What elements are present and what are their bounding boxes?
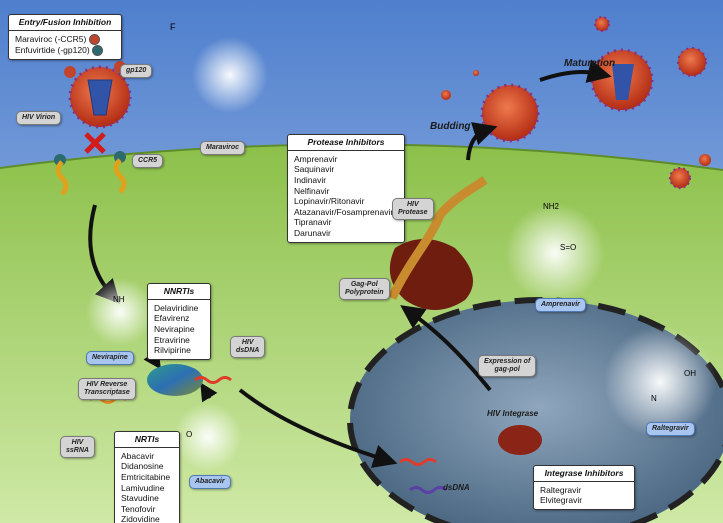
abacavir-tag: Abacavir [189, 475, 231, 490]
abacavir-structure-glow [174, 403, 242, 471]
budding-label: Budding [430, 121, 471, 132]
raltegravir-structure-glow [604, 326, 716, 438]
nrtis-title: NRTIs [115, 432, 179, 448]
integrase-item: Elvitegravir [540, 495, 583, 506]
protease-item: Nelfinavir [294, 185, 330, 196]
protease-item: Lopinavir/Ritonavir [294, 196, 365, 207]
integrase-inhibitors-box: Integrase Inhibitors Raltegravir Elviteg… [533, 465, 635, 510]
protease-item: Tipranavir [294, 217, 332, 228]
host-dsdna [409, 486, 447, 494]
nrtis-box: NRTIs Abacavir Didanosine Emtricitabine … [114, 431, 180, 523]
enfuvirtide-item: Enfuvirtide (-gp120) [15, 44, 90, 55]
nnrtis-box: NNRTIs Delaviridine Efavirenz Nevirapine… [147, 283, 211, 360]
nrti-item: Emtricitabine [121, 471, 171, 482]
ccr5-receptor-right [113, 158, 127, 194]
nuclear-dsdna [399, 458, 437, 466]
blocked-entry-x-icon [84, 132, 106, 154]
maturation-label: Maturation [564, 58, 616, 69]
nrti-item: Stavudine [121, 493, 159, 504]
maturation-arrow [539, 59, 612, 83]
maraviroc-structure-glow [192, 37, 268, 113]
hydroxyl-group: OH [684, 369, 696, 378]
protease-item: Amprenavir [294, 153, 338, 164]
hiv-integrase-enzyme [498, 425, 542, 455]
protease-inhibitors-box: Protease Inhibitors Amprenavir Saquinavi… [287, 134, 405, 243]
small-virion [669, 167, 691, 189]
enfuvirtide-dot-icon [92, 45, 104, 57]
entry-inhibition-title: Entry/Fusion Inhibition [9, 15, 121, 31]
gag-pol-polyprotein [387, 176, 488, 300]
small-virion [677, 47, 707, 77]
protease-item: Atazanavir/Fosamprenavir [294, 206, 394, 217]
hiv-integrase-label: HIV Integrase [487, 409, 539, 418]
abacavir-arrow [200, 382, 218, 403]
dsdna-import-arrow [238, 388, 398, 468]
maraviroc-molecule [64, 66, 76, 78]
ccr5-tag: CCR5 [132, 154, 164, 169]
nnrti-item: Delaviridine [154, 302, 199, 313]
raltegravir-tag: Raltegravir [646, 422, 695, 437]
hiv-virion-tag: HIV Virion [16, 111, 62, 126]
hiv-dsdna-strand [194, 376, 232, 384]
ccr5-receptor-left [55, 160, 69, 196]
raltegravir-nitrogen: N [651, 394, 657, 403]
small-virion [473, 70, 479, 76]
maraviroc-item: Maraviroc (-CCR5) [15, 33, 87, 44]
gp120-tag: gp120 [120, 64, 153, 79]
budding-arrow [466, 122, 498, 161]
virion-capsid [87, 79, 113, 116]
entry-inhibition-box: Entry/Fusion Inhibition Maraviroc (-CCR5… [8, 14, 122, 61]
nrti-item: Didanosine [121, 461, 164, 472]
nrti-item: Abacavir [121, 450, 155, 461]
integrase-inhibitors-title: Integrase Inhibitors [534, 466, 634, 482]
nrti-item: Lamivudine [121, 482, 165, 493]
amine-group: NH2 [543, 202, 560, 211]
protease-item: Darunavir [294, 228, 331, 238]
nrti-item: Zidovidine [121, 514, 160, 523]
nevirapine-tag: Nevirapine [86, 351, 134, 366]
integrase-item: Raltegravir [540, 484, 582, 495]
protease-inhibitors-title: Protease Inhibitors [288, 135, 404, 151]
nevirapine-nh: NH [113, 295, 125, 304]
nevirapine-structure-glow [86, 278, 154, 346]
protease-item: Indinavir [294, 174, 327, 185]
reverse-transcriptase [147, 364, 203, 396]
protease-item: Saquinavir [294, 164, 335, 175]
abacavir-oxygen: O [186, 430, 193, 439]
nnrti-item: Etravirine [154, 334, 190, 345]
sulfonyl-group: S=O [560, 243, 577, 252]
small-virion [594, 16, 610, 32]
dsdna-label: dsDNA [443, 483, 470, 492]
nrti-item: Tenofovir [121, 503, 156, 514]
expression-arrow [400, 305, 492, 392]
small-virion [699, 154, 711, 166]
amprenavir-structure-glow [505, 203, 605, 303]
maraviroc-tag: Maraviroc [200, 141, 246, 156]
budding-virion [480, 83, 540, 143]
nnrtis-title: NNRTIs [148, 284, 210, 300]
small-virion [441, 90, 451, 100]
maraviroc-dot-icon [88, 33, 100, 45]
amprenavir-tag: Amprenavir [535, 298, 586, 313]
fluorine-atom: F [170, 22, 176, 32]
nnrti-item: Nevirapine [154, 323, 195, 334]
nnrti-item: Efavirenz [154, 313, 190, 324]
mature-capsid [612, 64, 634, 100]
nnrti-item: Rilvipirine [154, 345, 191, 356]
